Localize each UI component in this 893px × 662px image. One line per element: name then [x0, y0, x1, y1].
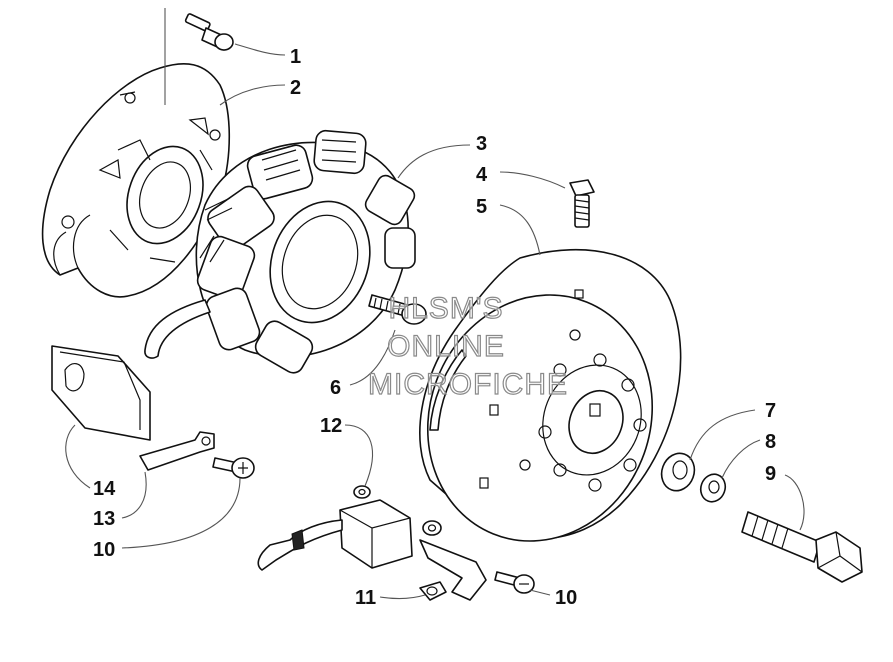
- callout-7: 7: [765, 400, 776, 422]
- watermark-line-2: ONLINE: [387, 330, 505, 363]
- lower-bracket-part: [419, 539, 487, 601]
- leader-line-3: [397, 144, 471, 179]
- callout-14: 14: [93, 478, 116, 500]
- leader-line-14: [65, 424, 91, 489]
- stator-screw-part: [368, 294, 427, 325]
- stator-housing-part: [41, 62, 231, 298]
- leader-line-7: [689, 409, 756, 461]
- bracket-part: [139, 431, 215, 471]
- watermark-line-1: HLSM'S: [388, 292, 503, 325]
- callout-4: 4: [476, 164, 488, 186]
- leader-line-9: [784, 474, 805, 531]
- leader-line-13: [121, 471, 147, 519]
- lock-washer-part: [699, 473, 727, 503]
- leader-line-6: [349, 329, 396, 386]
- stator-coil-part: [144, 129, 416, 374]
- callout-13: 13: [93, 508, 115, 530]
- trigger-module-part: [257, 485, 442, 571]
- leader-line-10a: [121, 477, 241, 549]
- callout-10-lower: 10: [555, 587, 577, 609]
- screw-upper-part: [212, 457, 255, 479]
- flywheel-part: [419, 248, 682, 542]
- hex-bolt-part: [741, 511, 863, 583]
- callout-10-upper: 10: [93, 539, 115, 561]
- leader-line-12: [344, 424, 373, 487]
- flat-washer-part: [660, 452, 696, 492]
- callout-12: 12: [320, 415, 342, 437]
- callout-2: 2: [290, 77, 301, 99]
- leader-line-4: [499, 171, 566, 189]
- callout-6: 6: [330, 377, 341, 399]
- screw-lower-part: [494, 571, 535, 594]
- leader-line-8: [721, 439, 761, 479]
- leader-line-1b: [234, 43, 286, 56]
- leader-line-2: [219, 84, 286, 106]
- callout-3: 3: [476, 133, 487, 155]
- bolt-small-part: [184, 13, 234, 51]
- callout-8: 8: [765, 431, 776, 453]
- callout-1: 1: [290, 46, 301, 68]
- leader-line-5: [499, 204, 541, 256]
- flywheel-bolt-part: [569, 179, 595, 228]
- callout-5: 5: [476, 196, 487, 218]
- callout-11: 11: [355, 587, 376, 609]
- leader-line-10b: [529, 589, 551, 596]
- callout-9: 9: [765, 463, 776, 485]
- insulator-plate-part: [51, 345, 151, 441]
- leader-line-11: [379, 594, 426, 600]
- watermark-line-3: MICROFICHE: [368, 368, 568, 401]
